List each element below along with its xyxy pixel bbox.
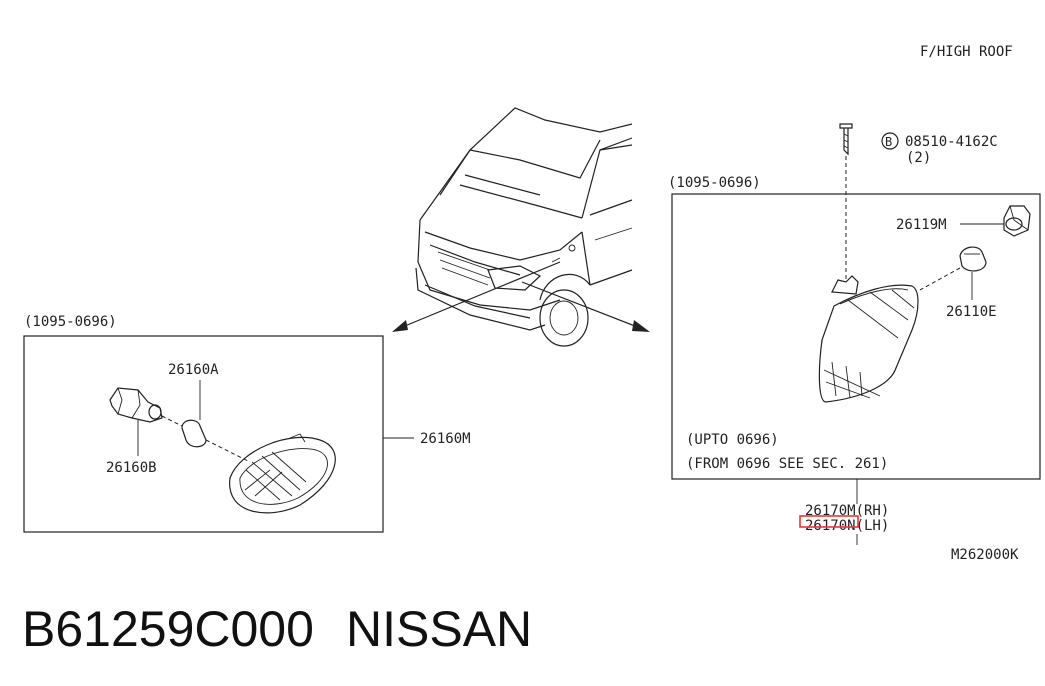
variant-label: F/HIGH ROOF bbox=[920, 44, 1013, 60]
assembly-dashline bbox=[161, 415, 183, 427]
note-upto: (UPTO 0696) bbox=[686, 432, 779, 448]
right-panel-frame bbox=[671, 193, 1041, 480]
part-26110E: 26110E bbox=[946, 304, 997, 320]
footer-brand: NISSAN bbox=[346, 601, 532, 657]
part-26160M: 26160M bbox=[420, 431, 471, 447]
screw-quantity: (2) bbox=[906, 150, 931, 166]
van-illustration bbox=[415, 107, 633, 347]
screw-callout-circle bbox=[881, 132, 899, 150]
screw-circle-letter: B bbox=[885, 135, 892, 149]
screw-icon bbox=[839, 123, 853, 156]
corner-lamp-lens bbox=[818, 275, 919, 403]
side-marker-bulb bbox=[181, 419, 207, 448]
footer-part-number: B61259C000 bbox=[22, 601, 314, 657]
left-panel-frame bbox=[23, 335, 384, 533]
part-26119M: 26119M bbox=[896, 217, 947, 233]
part-08510-4162C: 08510-4162C bbox=[905, 134, 998, 150]
callout-arrows bbox=[392, 261, 650, 332]
side-marker-socket bbox=[109, 387, 163, 423]
part-26160A: 26160A bbox=[168, 362, 219, 378]
part-26170N-lh: 26170N(LH) bbox=[805, 518, 889, 534]
side-marker-lens bbox=[229, 433, 336, 514]
left-date-range: (1095-0696) bbox=[24, 314, 117, 330]
corner-lamp-bulb bbox=[959, 246, 987, 272]
right-date-range: (1095-0696) bbox=[668, 175, 761, 191]
bulb-dashline bbox=[919, 267, 961, 291]
figure-code: M262000K bbox=[951, 547, 1019, 563]
part-26170M-rh: 26170M(RH) bbox=[805, 503, 889, 519]
note-from: (FROM 0696 SEE SEC. 261) bbox=[686, 456, 888, 472]
part-26160B: 26160B bbox=[106, 460, 157, 476]
corner-lamp-socket bbox=[1003, 205, 1031, 237]
highlight-box bbox=[799, 515, 859, 528]
assembly-dashline bbox=[205, 439, 251, 463]
